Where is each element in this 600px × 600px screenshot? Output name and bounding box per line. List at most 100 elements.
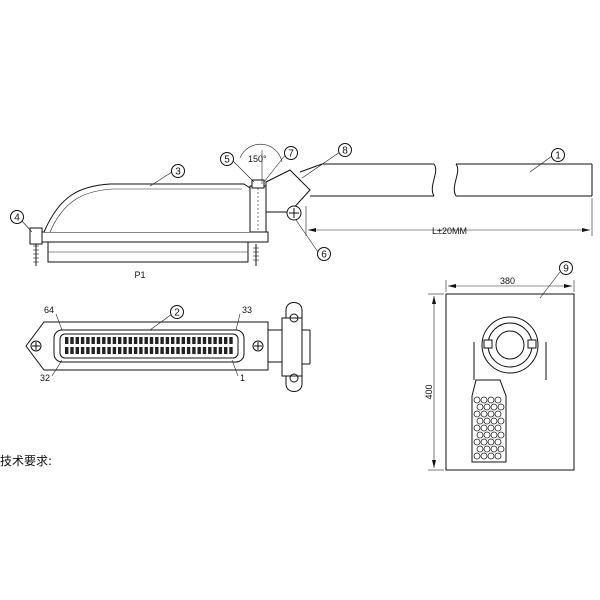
bubble-wrap-dot: [487, 438, 495, 446]
pin-contact: [128, 337, 132, 344]
pin-contact: [80, 337, 85, 344]
pin-contact: [165, 337, 170, 344]
pin-contact: [213, 347, 217, 354]
pin-contact: [186, 347, 191, 354]
pin-contact: [213, 337, 217, 344]
bubble-wrap-dot: [487, 452, 495, 460]
pin-contact: [176, 347, 180, 354]
pin-contact: [128, 347, 132, 354]
bubble-wrap-dot: [483, 431, 491, 439]
svg-text:3: 3: [175, 167, 181, 178]
front-view: [25, 302, 311, 392]
bubble-wrap-dot: [494, 424, 502, 432]
bubble-wrap-dot: [480, 410, 488, 418]
pin-contact: [86, 347, 90, 354]
pin-contact: [155, 337, 159, 344]
bubble-wrap-dot: [480, 438, 488, 446]
technical-requirements-note: 技术要求:: [0, 454, 53, 468]
pin-1-label: 1: [240, 373, 245, 383]
pin-contact: [181, 337, 185, 344]
bubble-wrap-dot: [497, 403, 505, 411]
balloon-7: 7: [284, 146, 298, 160]
left-screw-head: [29, 227, 43, 245]
pin-contact: [86, 337, 90, 344]
angle-label: 150°: [248, 154, 267, 164]
pin-contact: [202, 347, 207, 354]
pin-contact: [96, 337, 101, 344]
packaged-connector: [471, 379, 507, 463]
pin-contact: [123, 337, 127, 344]
bubble-wrap-dot: [494, 396, 502, 404]
balloon-3: 3: [171, 164, 185, 178]
bubble-wrap-dot: [490, 431, 498, 439]
bubble-wrap-dot: [497, 445, 505, 453]
pin-contact: [229, 337, 233, 344]
pin-contact: [133, 337, 138, 344]
svg-text:9: 9: [563, 264, 569, 275]
bubble-wrap-dot: [487, 424, 495, 432]
svg-text:2: 2: [174, 308, 180, 319]
bubble-wrap-dot: [487, 410, 495, 418]
bubble-wrap-dot: [483, 403, 491, 411]
balloon-2: 2: [170, 305, 184, 319]
pin-contact: [192, 337, 196, 344]
pin-contact: [224, 347, 228, 354]
bubble-wrap-dot: [473, 452, 481, 460]
svg-text:4: 4: [14, 213, 20, 224]
pin-contact: [192, 347, 196, 354]
bubble-wrap-dot: [483, 417, 491, 425]
pin-contact: [75, 337, 79, 344]
pin-contact: [160, 337, 164, 344]
pin-contact: [208, 337, 212, 344]
pin-contact: [181, 347, 185, 354]
pin-contact: [118, 337, 122, 344]
bubble-wrap-dot: [476, 417, 484, 425]
pin-contact: [91, 337, 95, 344]
pin-contact: [186, 337, 191, 344]
bubble-wrap-dot: [494, 438, 502, 446]
pin-contact: [118, 347, 122, 354]
bubble-wrap-dot: [497, 417, 505, 425]
balloon-4: 4: [10, 210, 24, 224]
svg-text:5: 5: [224, 155, 230, 166]
pin-contact: [144, 337, 148, 344]
pin-contact: [91, 347, 95, 354]
pin-contact: [107, 347, 111, 354]
balloon-5: 5: [220, 152, 234, 166]
packaging-view: [428, 271, 575, 471]
bubble-wrap-dot: [497, 431, 505, 439]
pin-contact: [218, 347, 223, 354]
pin-contact: [123, 347, 127, 354]
bubble-wrap-dot: [490, 417, 498, 425]
pin-contact: [160, 347, 164, 354]
balloon-9: 9: [559, 261, 573, 275]
bubble-wrap-dot: [473, 396, 481, 404]
pin-contact: [165, 347, 170, 354]
cable-coil-outer: [481, 316, 539, 374]
pin-contact: [155, 347, 159, 354]
bubble-wrap-dot: [476, 403, 484, 411]
balloon-1: 1: [551, 148, 565, 162]
svg-text:6: 6: [321, 250, 327, 261]
pin-contact: [144, 347, 148, 354]
bubble-wrap-dot: [490, 445, 498, 453]
pin-contact: [197, 337, 201, 344]
pin-contact: [229, 347, 233, 354]
pin-contact: [65, 337, 69, 344]
length-label: L±20MM: [432, 226, 467, 236]
bubble-wrap-dot: [480, 424, 488, 432]
front-clamp: [281, 317, 303, 377]
pin-contact: [112, 337, 117, 344]
pin-contact: [171, 337, 175, 344]
bubble-wrap-dot: [473, 410, 481, 418]
svg-text:8: 8: [342, 146, 348, 157]
pin-contact: [65, 347, 69, 354]
part-label: P1: [134, 270, 145, 280]
bubble-wrap-dot: [494, 410, 502, 418]
pin-contact: [75, 347, 79, 354]
pin-contact: [112, 347, 117, 354]
bubble-wrap-dot: [490, 403, 498, 411]
pin-contact: [70, 337, 74, 344]
side-view: [29, 143, 593, 266]
